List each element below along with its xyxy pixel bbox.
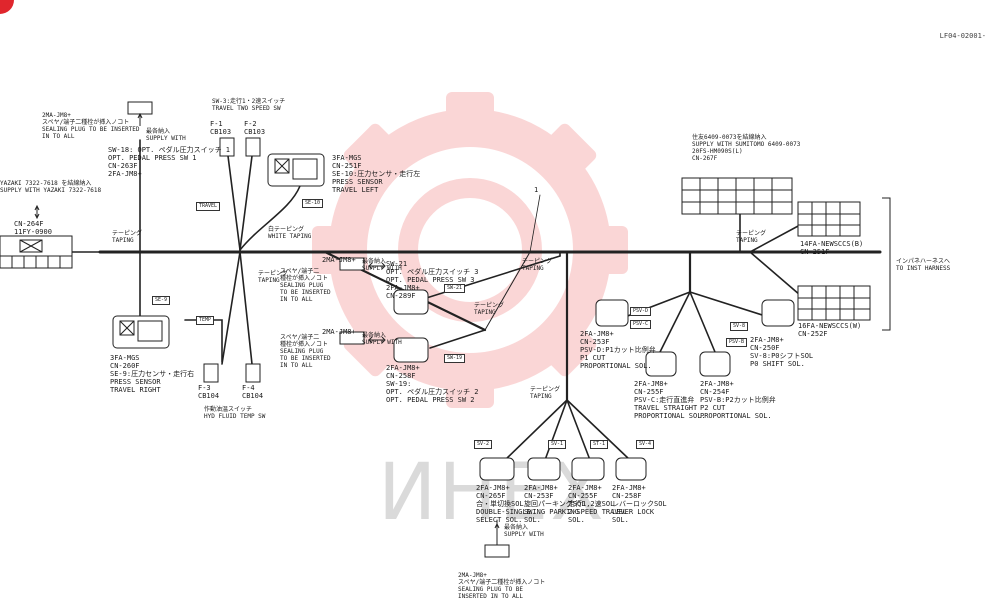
tag-sw19: SW-19 bbox=[444, 354, 466, 363]
label-temp-sw: 作動油温スイッチ HYD FLUID TEMP SW bbox=[204, 406, 266, 420]
tag-st1: ST-1 bbox=[590, 440, 609, 449]
label-cn254f: 2FA-JM8+ CN-254F PSV-B:P2カット比例弁 P2 CUT P… bbox=[700, 380, 776, 420]
connector-cn267f bbox=[681, 177, 793, 215]
label-taping-sw: テーピング TAPING bbox=[474, 302, 505, 316]
label-cn260f: 3FA-MGS CN-260F SE-9:圧力センサ・走行右 PRESS SEN… bbox=[110, 354, 195, 394]
label-taping-left: テーピング TAPING bbox=[112, 230, 143, 244]
label-cn253f-bottom: 2FA-JM8+ CN-253F 旋回パーキングSOL SWING PARKIN… bbox=[524, 484, 586, 524]
connector-cn251f-top bbox=[267, 153, 325, 187]
label-taping-mid: テーピング TAPING bbox=[258, 270, 289, 284]
connector-cn252f bbox=[797, 285, 871, 321]
label-taping-bottom: テーピング TAPING bbox=[530, 386, 561, 400]
label-f1: F-1 CB103 bbox=[210, 120, 232, 136]
tag-travel: TRAVEL bbox=[196, 202, 221, 211]
connector-cn260f bbox=[112, 315, 170, 349]
label-cn251f-right: 14FA-NEWSCCS(B) CN-251F bbox=[800, 240, 864, 256]
label-plug-mid1: スペヤ/端子二 種栓が挿入ノコト SEALING PLUG TO BE INSE… bbox=[280, 268, 331, 303]
label-supply-mid1: 最各納入 SUPPLY WITH bbox=[362, 258, 402, 272]
label-sw3: SW-3:走行1・2速スイッチ TRAVEL TWO SPEED SW bbox=[212, 98, 286, 112]
label-cn251f-top: 3FA-MGS CN-251F SE-10:圧力センサ・走行左 PRESS SE… bbox=[332, 154, 421, 194]
document-code: LF04-02001- bbox=[939, 32, 986, 40]
connector-cn264f bbox=[0, 235, 73, 269]
label-sw21: SW-21 OPT. ペダル圧力スイッチ 3 OPT. PEDAL PRESS … bbox=[386, 260, 479, 300]
tag-sv8: SV-8 bbox=[730, 322, 749, 331]
label-cn250f: 2FA-JM8+ CN-250F SV-8:P0シフトSOL P0 SHIFT … bbox=[750, 336, 814, 368]
label-sw19: 2FA-JM8+ CN-258F SW-19: OPT. ペダル圧力スイッチ 2… bbox=[386, 364, 479, 404]
label-plug-left-top: 2MA-JM8+ スペヤ/端子二種栓が挿入ノコト SEALING PLUG TO… bbox=[42, 112, 140, 140]
label-f3: F-3 CB104 bbox=[198, 384, 220, 400]
label-supply-bottom: 最各納入 SUPPLY WITH bbox=[504, 524, 544, 538]
label-cn255f-psvc: 2FA-JM8+ CN-255F PSV-C:走行直進弁 TRAVEL STRA… bbox=[634, 380, 706, 420]
label-cn267f: 住友6409-0073を結線納入 SUPPLY WITH SUMITOMO 64… bbox=[692, 134, 801, 162]
label-taping-right2: テーピング TAPING bbox=[736, 230, 767, 244]
label-cn265f: 2FA-JM8+ CN-265F 合・単切換SOL DOUBLE-SINGLE … bbox=[476, 484, 531, 524]
label-f2: F-2 CB103 bbox=[244, 120, 266, 136]
label-plug-mid1-code: 2MA-JM8+ bbox=[322, 256, 356, 264]
label-cn253f-psvd: 2FA-JM8+ CN-253F PSV-D:P1カット比例弁 P1 CUT P… bbox=[580, 330, 656, 370]
tag-psvb: PSV-B bbox=[726, 338, 748, 347]
label-to-inst: インパネハーネスへ TO INST HARNESS bbox=[896, 258, 951, 272]
label-cn264f: CN-264F 11FY-0900 bbox=[14, 220, 52, 236]
label-plug-mid2: スペヤ/端子二 種栓が挿入ノコト SEALING PLUG TO BE INSE… bbox=[280, 334, 331, 369]
connector-cn251f-right bbox=[797, 201, 861, 237]
label-cn258f-bottom: 2FA-JM8+ CN-258F レバーロックSOL LEVER LOCK SO… bbox=[612, 484, 667, 524]
label-plug-bottom: 2MA-JM8+ スペヤ/端子二種栓が挿入ノコト SEALING PLUG TO… bbox=[458, 572, 546, 600]
tag-temp: TEMP bbox=[196, 316, 215, 325]
tag-sv4: SV-4 bbox=[636, 440, 655, 449]
tag-se9: SE-9 bbox=[152, 296, 171, 305]
label-supply-mid2: 最各納入 SUPPLY WITH bbox=[362, 332, 402, 346]
label-supply-left-top: 最各納入 SUPPLY WITH bbox=[146, 128, 186, 142]
label-f4: F-4 CB104 bbox=[242, 384, 264, 400]
label-cn252f: 16FA-NEWSCCS(W) CN-252F bbox=[798, 322, 862, 338]
label-sw18: SW-18: OPT. ペダル圧力スイッチ 1 OPT. PEDAL PRESS… bbox=[108, 146, 231, 178]
label-plug-mid2-code: 2MA-JM8+ bbox=[322, 328, 356, 336]
label-yazaki: YAZAKI 7322-7618 を結線納入 SUPPLY WITH YAZAK… bbox=[0, 180, 102, 194]
tag-sv1: SV-1 bbox=[548, 440, 567, 449]
tag-se10: SE-10 bbox=[302, 199, 324, 208]
label-white-taping: 白テーピング WHITE TAPING bbox=[268, 226, 312, 240]
label-wire-no: 1 bbox=[534, 186, 539, 194]
tag-psvc: PSV-C bbox=[630, 320, 652, 329]
tag-sw21: SW-21 bbox=[444, 284, 466, 293]
label-taping-right: テーピング TAPING bbox=[522, 258, 553, 272]
label-cn255f-bottom: 2FA-JM8+ CN-255F 走行1,2速SOL 2-SPEED TRAVE… bbox=[568, 484, 628, 524]
tag-sv2: SV-2 bbox=[474, 440, 493, 449]
tag-psvd: PSV-D bbox=[630, 307, 652, 316]
